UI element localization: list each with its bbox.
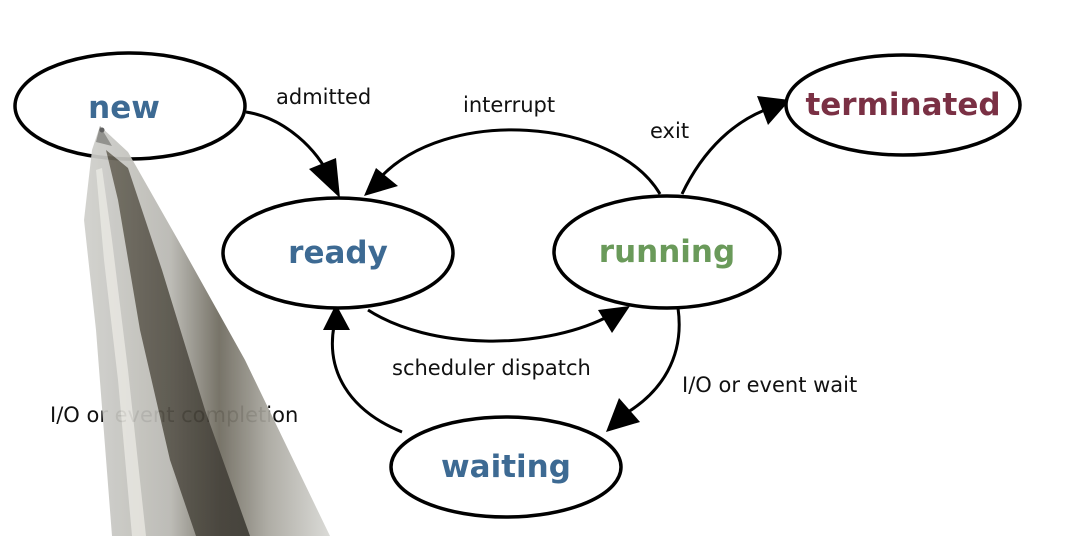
label-interrupt: interrupt	[463, 93, 555, 117]
state-waiting-label: waiting	[441, 449, 571, 485]
arrowhead-io-event-wait	[606, 398, 640, 432]
stylus-pen-image	[84, 126, 330, 536]
arrowhead-scheduler-dispatch	[598, 306, 630, 333]
edge-interrupt	[364, 128, 662, 196]
edge-io-event-completion	[323, 304, 403, 434]
state-new-label: new	[88, 90, 160, 126]
edge-exit	[680, 96, 790, 195]
arrowhead-io-event-completion	[323, 304, 350, 330]
label-scheduler-dispatch: scheduler dispatch	[392, 356, 591, 380]
state-ready-label: ready	[288, 235, 388, 271]
label-admitted: admitted	[276, 85, 371, 109]
edge-scheduler-dispatch	[367, 306, 630, 343]
state-waiting: waiting	[389, 415, 623, 519]
state-running-label: running	[599, 234, 735, 270]
edge-admitted	[245, 110, 340, 198]
state-terminated: terminated	[784, 53, 1022, 157]
state-terminated-label: terminated	[805, 87, 1000, 123]
state-running: running	[552, 194, 782, 310]
arrowhead-interrupt	[364, 168, 398, 196]
label-exit: exit	[650, 119, 689, 143]
arrowhead-admitted	[309, 158, 340, 198]
label-io-event-wait: I/O or event wait	[682, 373, 857, 397]
state-ready: ready	[221, 196, 455, 310]
arrowhead-exit	[757, 96, 790, 125]
state-new: new	[13, 51, 247, 161]
edge-io-event-wait	[606, 307, 681, 432]
